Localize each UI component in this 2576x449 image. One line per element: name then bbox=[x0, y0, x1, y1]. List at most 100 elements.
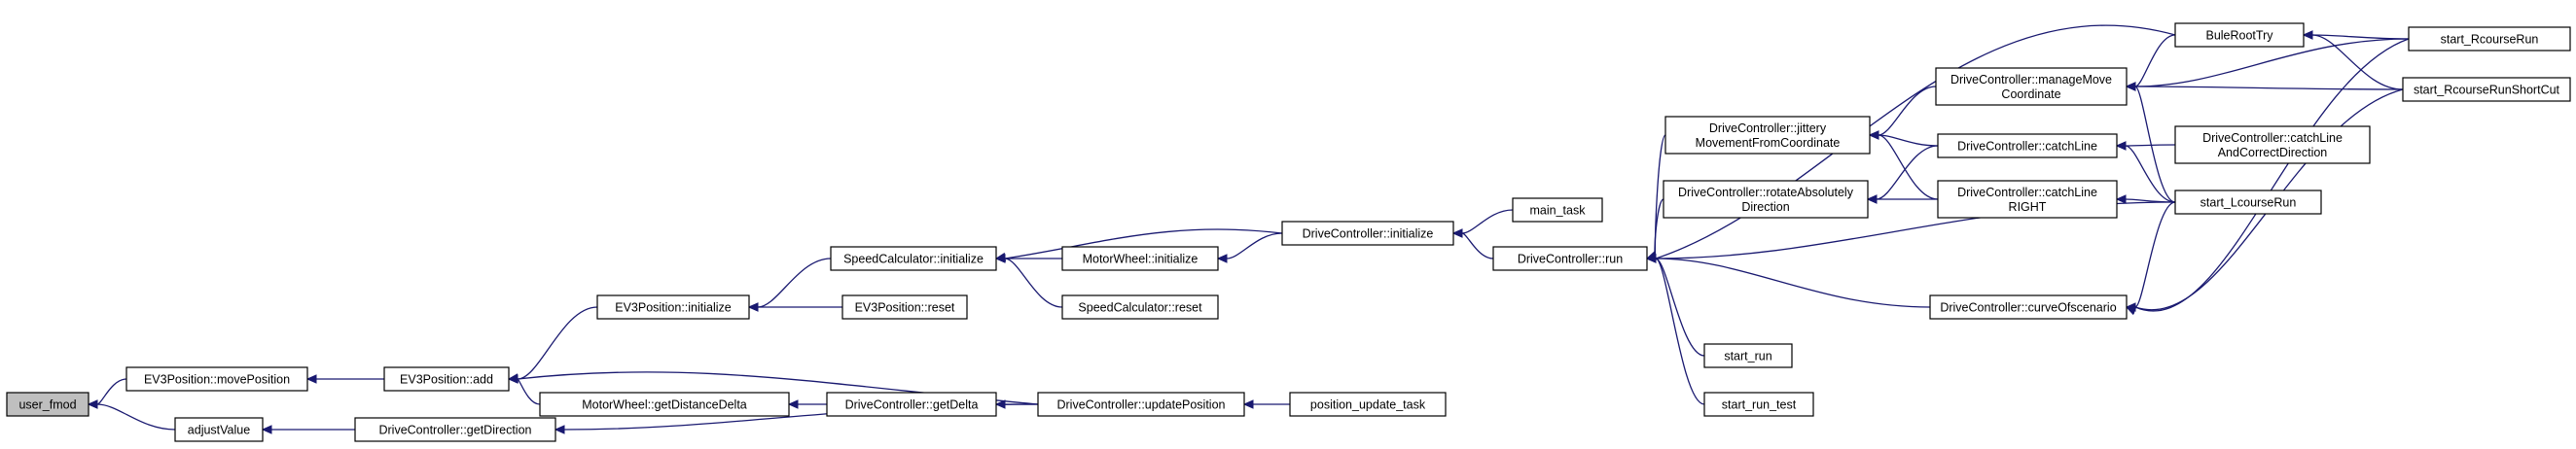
edge-arrowhead bbox=[1451, 228, 1463, 238]
node-box[interactable] bbox=[1935, 67, 2128, 106]
node-box[interactable] bbox=[125, 366, 308, 392]
edge-arrowhead bbox=[2115, 194, 2127, 204]
node-start-run[interactable]: start_run bbox=[1703, 343, 1793, 368]
node-label: AndCorrectDirection bbox=[2218, 146, 2328, 159]
node-label: SpeedCalculator::reset bbox=[1078, 301, 1202, 315]
node-box[interactable] bbox=[1703, 343, 1793, 368]
node-box[interactable] bbox=[1061, 294, 1219, 320]
edge-start_l-to-dc_manage bbox=[2134, 86, 2176, 203]
node-box[interactable] bbox=[1512, 197, 1603, 223]
node-label: RIGHT bbox=[2009, 200, 2047, 214]
node-pos-task[interactable]: position_update_task bbox=[1289, 392, 1447, 417]
node-label: DriveController::curveOfscenario bbox=[1940, 301, 2116, 315]
node-sc-init[interactable]: SpeedCalculator::initialize bbox=[830, 246, 997, 271]
node-box[interactable] bbox=[1929, 294, 2128, 320]
node-label: EV3Position::reset bbox=[855, 301, 955, 315]
node-label: EV3Position::add bbox=[400, 373, 493, 387]
node-label: BuleRootTry bbox=[2205, 29, 2273, 43]
node-box[interactable] bbox=[830, 246, 997, 271]
node-box[interactable] bbox=[2174, 22, 2305, 48]
node-ev3-reset[interactable]: EV3Position::reset bbox=[841, 294, 968, 320]
node-box[interactable] bbox=[841, 294, 968, 320]
node-mw-gdd[interactable]: MotorWheel::getDistanceDelta bbox=[539, 392, 790, 417]
edge-arrowhead bbox=[87, 399, 98, 409]
edge-arrowhead bbox=[1216, 254, 1228, 263]
node-label: EV3Position::initialize bbox=[615, 301, 732, 315]
edge-adjustValue-to-user_fmod bbox=[96, 403, 176, 431]
node-dc-catchline[interactable]: DriveController::catchLine bbox=[1937, 133, 2118, 158]
edge-arrowhead bbox=[2125, 82, 2136, 91]
node-sc-reset[interactable]: SpeedCalculator::reset bbox=[1061, 294, 1219, 320]
edge-arrowhead bbox=[305, 374, 317, 384]
edge-arrowhead bbox=[2302, 30, 2313, 40]
edge-start_r-to-dc_curve bbox=[2134, 38, 2410, 312]
node-ev3-add[interactable]: EV3Position::add bbox=[383, 366, 510, 392]
node-box[interactable] bbox=[2408, 26, 2571, 52]
node-label: DriveController::catchLine bbox=[1957, 186, 2097, 199]
node-box[interactable] bbox=[1289, 392, 1447, 417]
node-dc-catchline-acd[interactable]: DriveController::catchLineAndCorrectDire… bbox=[2174, 125, 2371, 164]
node-box[interactable] bbox=[1937, 133, 2118, 158]
node-movePosition[interactable]: EV3Position::movePosition bbox=[125, 366, 308, 392]
node-box[interactable] bbox=[1664, 116, 1871, 155]
nodes: user_fmod EV3Position::movePositionadjust… bbox=[6, 22, 2571, 442]
node-box[interactable] bbox=[2402, 77, 2571, 102]
node-label: start_RcourseRun bbox=[2441, 33, 2539, 47]
node-box[interactable] bbox=[1037, 392, 1245, 417]
node-box[interactable] bbox=[383, 366, 510, 392]
node-label: start_RcourseRunShortCut bbox=[2414, 84, 2560, 97]
edge-start_l-to-dc_curve bbox=[2134, 201, 2176, 308]
node-adjustValue[interactable]: adjustValue bbox=[174, 417, 264, 442]
edge-start_r-to-buleroot bbox=[2311, 34, 2410, 40]
node-start-r-sc[interactable]: start_RcourseRunShortCut bbox=[2402, 77, 2571, 102]
node-start-run-test[interactable]: start_run_test bbox=[1703, 392, 1814, 417]
edge-arrowhead bbox=[507, 373, 519, 383]
node-label: SpeedCalculator::initialize bbox=[843, 253, 984, 266]
edge-sc_reset-to-sc_init bbox=[1004, 258, 1063, 308]
node-box[interactable] bbox=[2174, 190, 2322, 215]
node-start-r[interactable]: start_RcourseRun bbox=[2408, 26, 2571, 52]
node-box[interactable] bbox=[6, 392, 89, 417]
node-dc-update[interactable]: DriveController::updatePosition bbox=[1037, 392, 1245, 417]
node-dc-run[interactable]: DriveController::run bbox=[1492, 246, 1648, 271]
node-box[interactable] bbox=[539, 392, 790, 417]
edges bbox=[87, 24, 2410, 434]
node-dc-jittery[interactable]: DriveController::jitteryMovementFromCoor… bbox=[1664, 116, 1871, 155]
node-box[interactable] bbox=[1703, 392, 1814, 417]
edge-start_r_sc-to-buleroot bbox=[2311, 34, 2404, 90]
node-box[interactable] bbox=[2174, 125, 2371, 164]
node-label: DriveController::manageMove bbox=[1950, 73, 2112, 86]
node-box[interactable] bbox=[596, 294, 750, 320]
node-box[interactable] bbox=[1061, 246, 1219, 271]
node-label: DriveController::catchLine bbox=[2202, 131, 2343, 145]
node-box[interactable] bbox=[1281, 221, 1454, 246]
node-buleroot[interactable]: BuleRootTry bbox=[2174, 22, 2305, 48]
node-main-task[interactable]: main_task bbox=[1512, 197, 1603, 223]
node-box[interactable] bbox=[1492, 246, 1648, 271]
node-dc-getdelta[interactable]: DriveController::getDelta bbox=[826, 392, 997, 417]
node-label: DriveController::updatePosition bbox=[1056, 398, 1225, 412]
edge-arrowhead bbox=[1866, 194, 1878, 204]
node-mw-init[interactable]: MotorWheel::initialize bbox=[1061, 246, 1219, 271]
edge-arrowhead bbox=[1645, 254, 1657, 263]
node-box[interactable] bbox=[826, 392, 997, 417]
node-start-l[interactable]: start_LcourseRun bbox=[2174, 190, 2322, 215]
node-dc-init[interactable]: DriveController::initialize bbox=[1281, 221, 1454, 246]
node-box[interactable] bbox=[354, 417, 556, 442]
node-box[interactable] bbox=[1937, 180, 2118, 219]
node-box[interactable] bbox=[174, 417, 264, 442]
edge-start_r-to-dc_manage bbox=[2134, 38, 2410, 87]
node-user-fmod[interactable]: user_fmod bbox=[6, 392, 89, 417]
node-dc-rotate[interactable]: DriveController::rotateAbsolutelyDirecti… bbox=[1663, 180, 1869, 219]
node-dc-getdir[interactable]: DriveController::getDirection bbox=[354, 417, 556, 442]
node-box[interactable] bbox=[1663, 180, 1869, 219]
edge-sc_init-to-ev3_init bbox=[757, 258, 832, 308]
node-dc-curve[interactable]: DriveController::curveOfscenario bbox=[1929, 294, 2128, 320]
edge-dc_catchline_acd-to-dc_catchline bbox=[2125, 144, 2176, 147]
edge-arrowhead bbox=[554, 425, 565, 434]
node-ev3-init[interactable]: EV3Position::initialize bbox=[596, 294, 750, 320]
node-label: Direction bbox=[1741, 200, 1789, 214]
